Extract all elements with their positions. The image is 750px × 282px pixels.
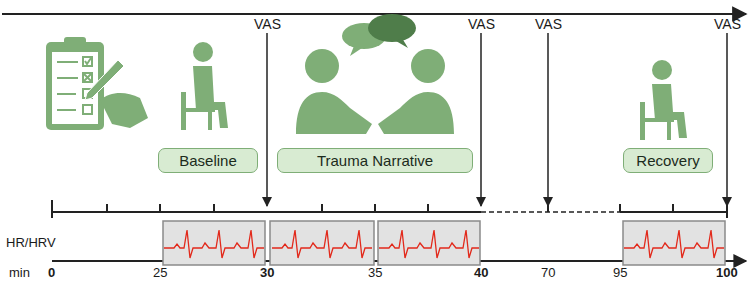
time-tick: 100 xyxy=(716,265,738,281)
phase-label: Trauma Narrative xyxy=(277,148,473,173)
time-tick: 40 xyxy=(474,265,488,281)
vas-marker: VAS xyxy=(714,16,741,32)
vas-arrows xyxy=(267,33,727,206)
conversation-icon xyxy=(296,14,454,134)
vas-marker: VAS xyxy=(535,16,562,32)
phase-label: Baseline xyxy=(158,148,258,173)
timeline-axis xyxy=(52,200,727,218)
sitting-person-icon xyxy=(640,60,687,140)
phase-text: Baseline xyxy=(179,152,237,170)
signal-label: HR/HRV xyxy=(6,235,56,251)
time-tick: 0 xyxy=(48,265,55,281)
phase-text: Trauma Narrative xyxy=(317,152,433,170)
time-tick: 35 xyxy=(368,265,382,281)
time-tick: 25 xyxy=(153,265,167,281)
vas-marker: VAS xyxy=(468,16,495,32)
axis-unit: min xyxy=(9,265,30,281)
vas-marker: VAS xyxy=(254,16,281,32)
time-tick: 95 xyxy=(613,265,627,281)
time-tick: 30 xyxy=(260,265,274,281)
time-arrow xyxy=(2,13,746,15)
questionnaire-icon xyxy=(46,37,148,130)
time-tick: 70 xyxy=(541,265,555,281)
phase-text: Recovery xyxy=(636,152,699,170)
phase-label: Recovery xyxy=(623,148,713,173)
ecg-recording xyxy=(163,221,725,265)
sitting-person-icon xyxy=(181,42,228,130)
